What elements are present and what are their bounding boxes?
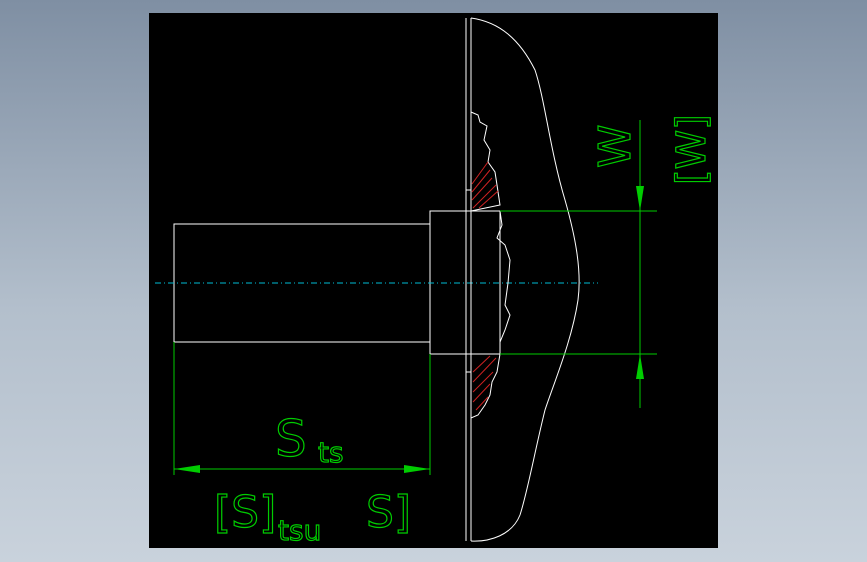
arrow-right [404,465,430,473]
knob-profile [470,17,580,542]
arrow-left [174,465,200,473]
arrow-top [636,186,644,211]
drawing-area [149,13,718,548]
length-label-alt-prefix: [S] [214,487,276,538]
upper-hatch [471,161,499,209]
upper-section [470,111,501,212]
arrow-bottom [636,354,644,379]
height-label-alt: [W] [669,114,715,185]
length-label-main: S [275,410,307,468]
height-label: W [590,124,641,168]
length-label-alt-sub: tsu [278,514,321,547]
lower-section [470,353,501,419]
length-label-alt-suffix: S] [366,487,411,538]
length-label-sub: ts [318,436,344,469]
length-dimension [173,342,431,475]
lower-hatch [472,355,497,411]
